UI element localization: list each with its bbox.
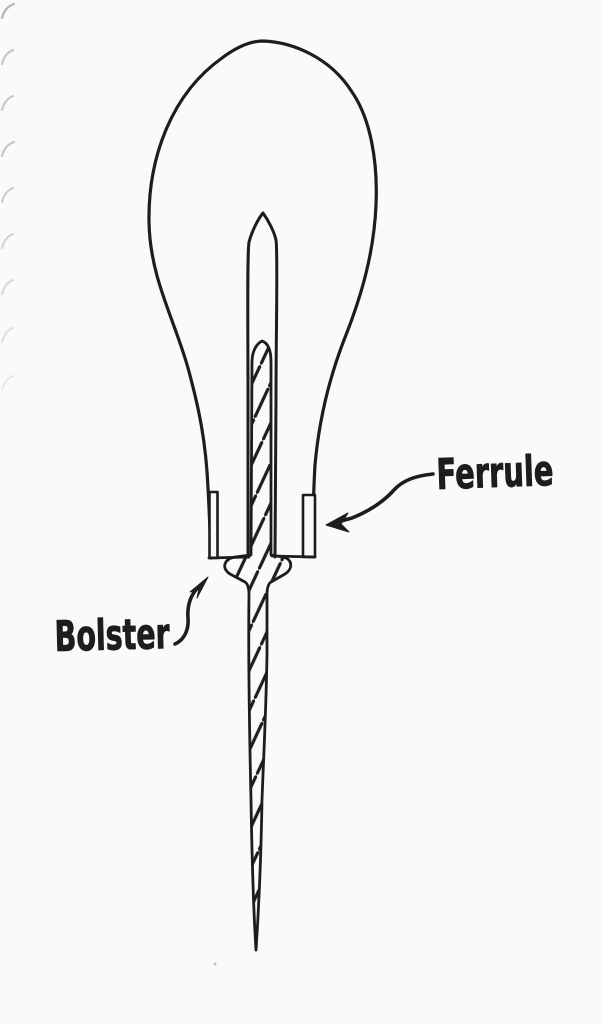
ferrule-bottom-edge (207, 554, 317, 560)
curl-mark (0, 326, 15, 344)
curl-mark (0, 2, 16, 20)
tang-channel-outline (246, 211, 279, 559)
paper-speck (213, 962, 217, 966)
ferrule-label: Ferrule (436, 446, 555, 499)
curl-mark (0, 94, 15, 112)
metal-tang-hatched (223, 339, 293, 952)
curl-mark (0, 232, 15, 250)
paper-curl-marks (0, 2, 16, 392)
ferrule-band-right (301, 493, 317, 559)
bolster-arrow (173, 584, 202, 646)
ferrule-band-left (208, 490, 219, 560)
ferrule-arrow (339, 472, 435, 523)
curl-mark (0, 278, 15, 296)
curl-mark (0, 374, 15, 392)
bolster-label: Bolster (54, 609, 170, 661)
curl-mark (0, 140, 16, 158)
bolster-arrowhead (189, 576, 209, 599)
ferrule-arrowhead (325, 512, 350, 533)
curl-mark (0, 186, 15, 204)
handle-outline (147, 39, 378, 560)
curl-mark (0, 48, 15, 66)
